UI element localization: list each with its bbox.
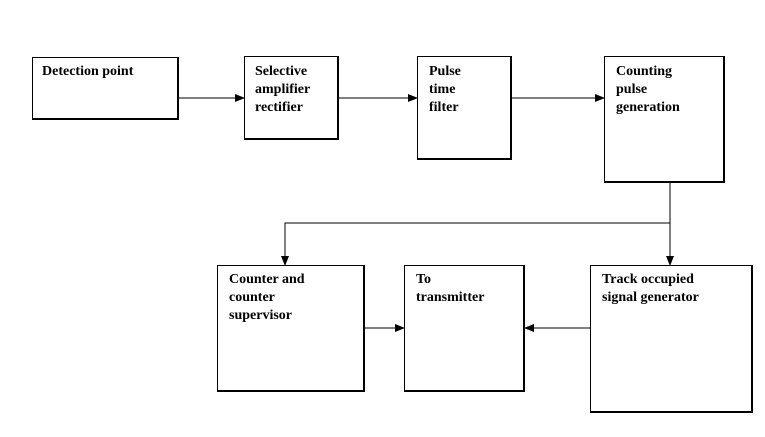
selective-amplifier-rectifier-block: Selective amplifier rectifier (244, 56, 339, 140)
detection-point-block: Detection point (32, 57, 179, 120)
counter-and-counter-supervisor-label: Counter and counter supervisor (229, 272, 305, 323)
counter-and-counter-supervisor-block: Counter and counter supervisor (217, 265, 365, 392)
detection-point-label: Detection point (42, 64, 134, 79)
to-transmitter-block: To transmitter (404, 265, 525, 392)
arrow-counting-to-counter (281, 222, 670, 266)
to-transmitter-label: To transmitter (416, 272, 485, 305)
counting-pulse-generation-block: Counting pulse generation (604, 56, 725, 183)
track-occupied-signal-generator-block: Track occupied signal generator (590, 265, 753, 413)
counting-pulse-generation-label: Counting pulse generation (616, 64, 680, 115)
track-occupied-signal-generator-label: Track occupied signal generator (602, 272, 699, 305)
pulse-time-filter-label: Pulse time filter (429, 64, 461, 115)
pulse-time-filter-block: Pulse time filter (417, 56, 512, 160)
selective-amplifier-rectifier-label: Selective amplifier rectifier (255, 64, 311, 115)
